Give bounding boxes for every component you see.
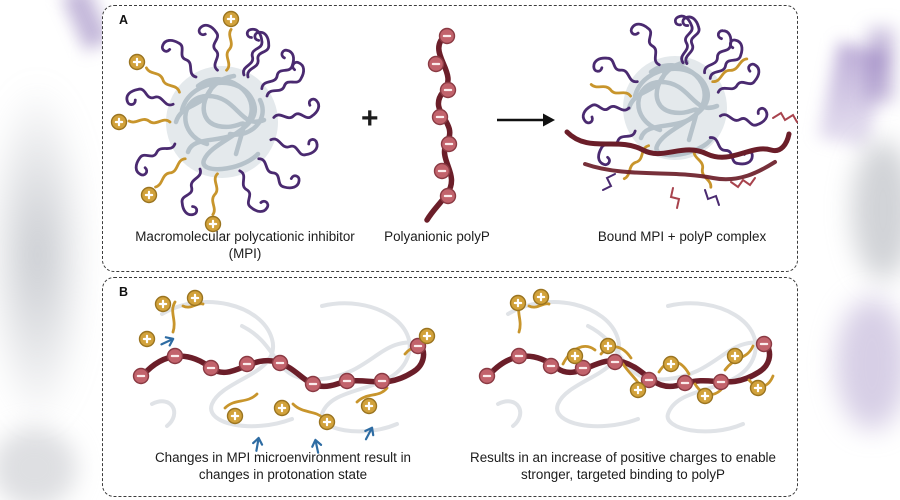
minus-charge-icon [755, 335, 773, 353]
left-edge-blur [0, 80, 90, 430]
plus-charge-icon [566, 347, 584, 365]
bound-polyp-chain [564, 129, 792, 182]
minus-charge-icon [606, 353, 624, 371]
mpi-molecule-illustration [110, 10, 322, 233]
stronger-binding-illustration [478, 288, 775, 434]
plus-charge-icon [696, 387, 714, 405]
plus-charge-icon [318, 413, 336, 431]
right-purple-streak2-blur [868, 28, 894, 102]
minus-charge-icon [166, 347, 184, 365]
plus-charge-icon [138, 330, 156, 348]
minus-charge-icon [431, 108, 449, 126]
panel-a-label: A [119, 13, 129, 27]
bound-complex-illustration [564, 13, 798, 209]
right-gray-blur [852, 140, 900, 280]
plus-charge-icon [140, 186, 158, 204]
plus-charge-icon [110, 113, 128, 131]
plus-charge-icon [749, 379, 767, 397]
plus-charge-icon [509, 294, 527, 312]
proton-arrow-icon [360, 424, 378, 443]
minus-charge-icon [676, 374, 694, 392]
mpi-caption: Macromolecular polycationic inhibitor (M… [135, 229, 355, 261]
polymer-core-tangle [173, 73, 267, 172]
reaction-arrow-icon [497, 113, 555, 127]
polyp-chain [136, 341, 427, 390]
left-bottom-blur [0, 428, 77, 500]
plus-charge-icon [222, 10, 240, 28]
plus-charge-icon [629, 381, 647, 399]
minus-charge-icon [238, 355, 256, 373]
plus-charge-icon [360, 397, 378, 415]
minus-charge-icon [271, 354, 289, 372]
minus-charge-icon [202, 359, 220, 377]
plus-charge-icon [726, 347, 744, 365]
plus-charge-icon [128, 53, 146, 71]
reaction-plus-symbol: + [361, 102, 379, 135]
binding-caption: Results in an increase of positive charg… [470, 450, 776, 482]
panel-a: A [102, 5, 798, 272]
plus-charge-icon [662, 355, 680, 373]
minus-charge-icon [439, 81, 457, 99]
plus-charge-icon [186, 289, 204, 307]
panel-b: B [102, 277, 798, 497]
plus-charge-icon [599, 337, 617, 355]
minus-charge-icon [433, 162, 451, 180]
proton-arrow-icon [158, 333, 177, 350]
plus-charge-icon [418, 327, 436, 345]
minus-charge-icon [132, 367, 150, 385]
minus-charge-icon [510, 347, 528, 365]
minus-charge-icon [373, 372, 391, 390]
red-zigzag-strands [669, 111, 798, 209]
minus-charge-icons [132, 337, 427, 393]
purple-zigzag-strands [602, 173, 720, 206]
minus-charge-icon [338, 372, 356, 390]
right-lavender-blur [836, 298, 900, 430]
minus-charge-icon [304, 375, 322, 393]
minus-charge-icon [438, 27, 456, 45]
panel-b-label: B [119, 285, 129, 299]
plus-charge-icon [154, 295, 172, 313]
plus-charge-icon [532, 288, 550, 306]
protonation-change-illustration [132, 289, 436, 455]
minus-charge-icon [440, 135, 458, 153]
protonation-caption: Changes in MPI microenvironment result i… [154, 450, 412, 482]
minus-charge-icon [712, 373, 730, 391]
complex-caption: Bound MPI + polyP complex [597, 229, 767, 244]
minus-charge-icon [542, 357, 560, 375]
polymer-core-tangle [626, 59, 720, 158]
polyp-caption: Polyanionic polyP [384, 229, 490, 244]
polyp-chain-illustration [424, 27, 458, 223]
plus-charge-icon [273, 399, 291, 417]
plus-charge-icon [226, 407, 244, 425]
minus-charge-icon [439, 187, 457, 205]
minus-charge-icon [478, 367, 496, 385]
minus-charge-icon [427, 55, 445, 73]
